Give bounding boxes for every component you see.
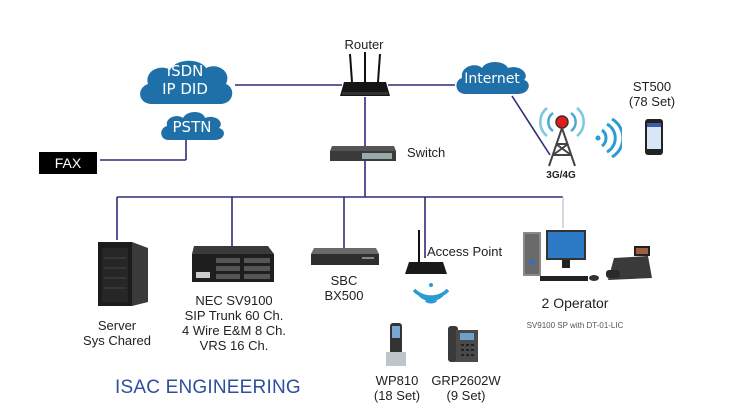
pstn-cloud: PSTN: [157, 110, 227, 144]
st500-name: ST500: [632, 79, 672, 94]
st500-count: (78 Set): [628, 94, 676, 109]
desktop-computer-icon: [523, 230, 599, 281]
isdn-label: ISDN: [166, 62, 204, 80]
router-icon: [340, 52, 390, 96]
cordless-phone-icon: [386, 323, 406, 366]
switch-label: Switch: [407, 145, 446, 160]
access-point-label: Access Point: [427, 244, 503, 259]
wp810-name: WP810: [375, 373, 419, 388]
server-desc: Sys Chared: [83, 333, 151, 348]
operator-phone-icon: [606, 246, 652, 280]
pbx-chassis-icon: [192, 246, 274, 282]
nec-sip: SIP Trunk 60 Ch.: [184, 308, 284, 323]
sbc-model: BX500: [324, 288, 364, 303]
server-name: Server: [97, 318, 137, 333]
wp810-count: (18 Set): [373, 388, 421, 403]
grp-name: GRP2602W: [431, 373, 501, 388]
cell-tower-icon: [539, 107, 585, 167]
sbc-appliance-icon: [311, 248, 379, 265]
nec-em: 4 Wire E&M 8 Ch.: [181, 323, 287, 338]
ip-did-label: IP DID: [162, 80, 208, 98]
internet-cloud: Internet: [452, 60, 532, 98]
link-internet-tower: [511, 95, 551, 156]
desk-phone-icon: [448, 326, 478, 362]
wp810-label: WP810 (18 Set): [366, 373, 428, 403]
cloud-icon: [161, 112, 224, 140]
company-brand: ISAC ENGINEERING: [115, 377, 301, 398]
switch-icon: [330, 146, 396, 161]
smartphone-icon: [645, 119, 663, 155]
internet-label: Internet: [464, 71, 520, 87]
operator-title: 2 Operator: [541, 295, 609, 311]
operator-subtitle: SV9100 SP with DT-01-LIC: [526, 321, 624, 330]
sbc-name: SBC: [330, 273, 358, 288]
wifi-icon: [412, 283, 450, 304]
access-point-icon: [405, 230, 447, 274]
server-label: Server Sys Chared: [72, 318, 162, 348]
sbc-label: SBC BX500: [314, 273, 374, 303]
nec-label: NEC SV9100 SIP Trunk 60 Ch. 4 Wire E&M 8…: [174, 293, 294, 353]
router-label: Router: [344, 37, 384, 52]
nec-model: NEC SV9100: [195, 293, 273, 308]
tower-label: 3G/4G: [546, 170, 576, 181]
wireless-signal-icon: [595, 118, 622, 158]
operator-label: 2 Operator: [520, 296, 630, 311]
fax-box: FAX: [39, 152, 97, 174]
nec-vrs: VRS 16 Ch.: [199, 338, 269, 353]
cloud-icon: [456, 62, 529, 94]
server-tower-icon: [98, 242, 148, 306]
cloud-icon: [140, 60, 233, 104]
grp-count: (9 Set): [446, 388, 486, 403]
pstn-label: PSTN: [172, 118, 212, 136]
grp-label: GRP2602W (9 Set): [428, 373, 504, 403]
st500-label: ST500 (78 Set): [626, 79, 678, 109]
